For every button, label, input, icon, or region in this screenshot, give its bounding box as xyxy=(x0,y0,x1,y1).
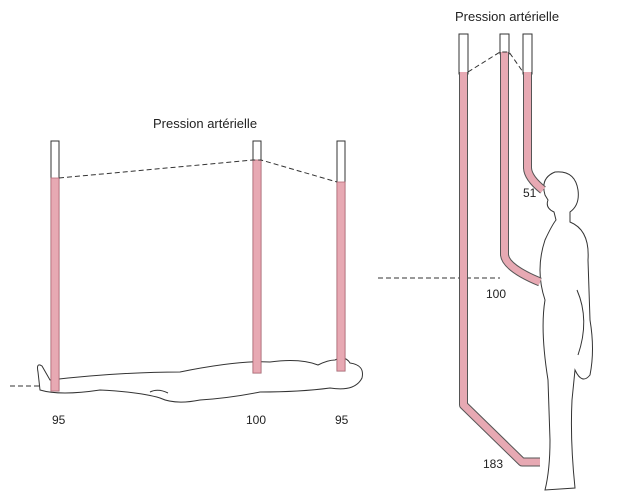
supine-label-heart: 100 xyxy=(246,413,267,427)
blood-column-head xyxy=(524,72,546,193)
supine-label-feet: 95 xyxy=(52,413,66,427)
blood-column-feet xyxy=(50,177,60,392)
standing-title: Pression artérielle xyxy=(455,9,560,24)
supine-tubes xyxy=(50,140,346,392)
supine-title: Pression artérielle xyxy=(153,116,258,131)
supine-label-head: 95 xyxy=(335,413,349,427)
blood-column-heart xyxy=(252,159,262,374)
standing-label-feet: 183 xyxy=(483,457,504,471)
standing-label-heart: 100 xyxy=(486,287,507,301)
supine-figure xyxy=(37,357,363,403)
standing-label-head: 51 xyxy=(523,186,537,200)
blood-column-heart xyxy=(501,52,542,286)
blood-column-head xyxy=(336,181,346,372)
standing-figure xyxy=(539,171,593,491)
standing-tubes xyxy=(458,33,546,467)
blood-column-feet xyxy=(460,72,540,466)
pressure-level-line xyxy=(467,51,524,73)
pressure-level-line xyxy=(58,159,338,183)
